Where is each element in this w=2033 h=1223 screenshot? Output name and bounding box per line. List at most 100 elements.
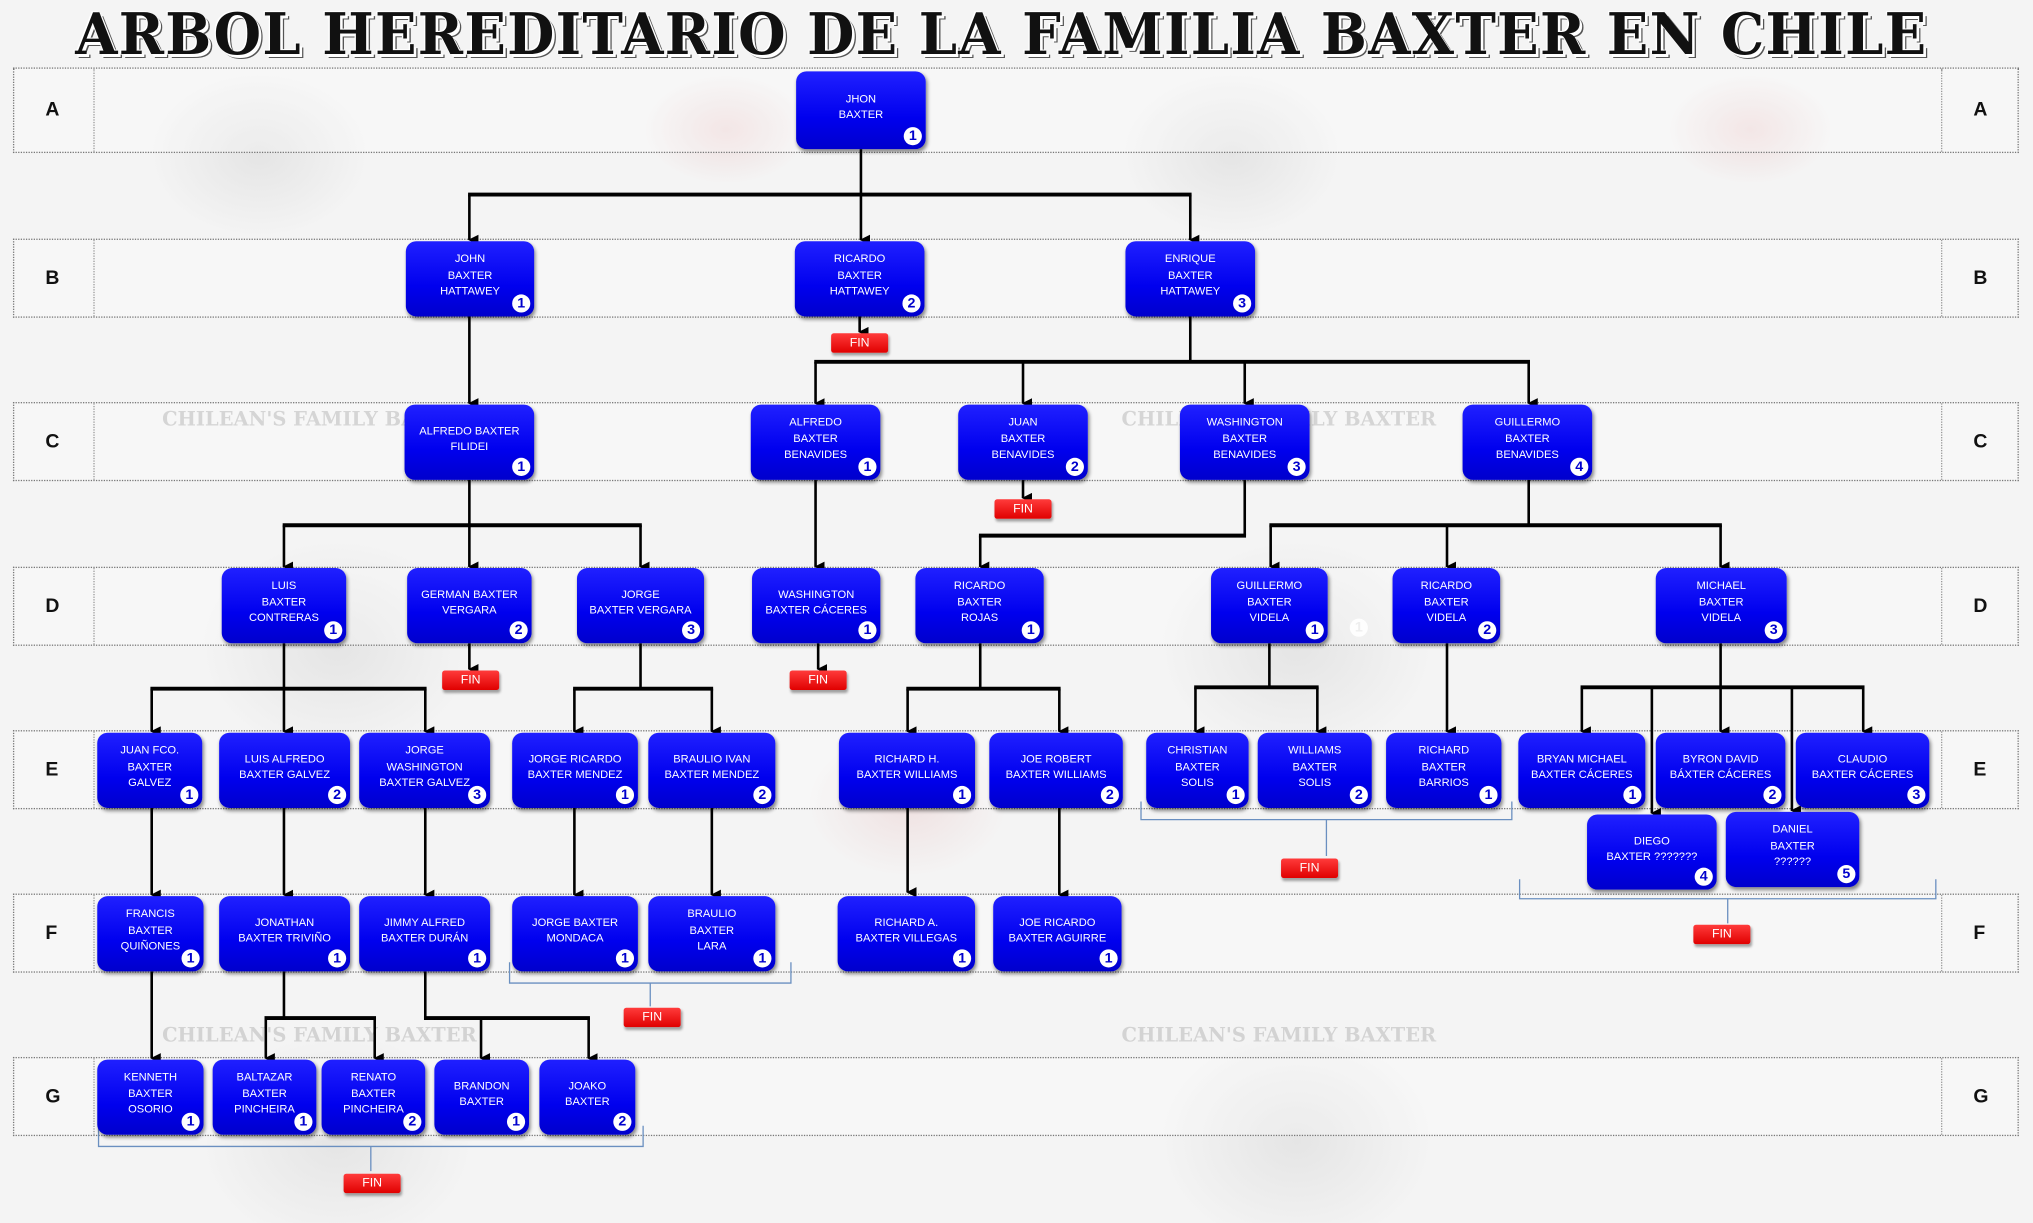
end-of-line-marker: FIN: [1281, 858, 1339, 879]
sibling-order-badge: 2: [509, 621, 528, 640]
person-name-line: BARRIOS: [1418, 775, 1469, 789]
sibling-order-badge: 2: [1763, 785, 1782, 805]
person-name-line: JONATHAN: [254, 914, 315, 928]
person-name-line: MONDACA: [546, 931, 604, 945]
sibling-order-badge: 3: [1907, 785, 1926, 805]
faint-number-badge: 1: [1349, 618, 1368, 637]
person-name-line: BRYAN MICHAEL: [1536, 751, 1627, 765]
end-of-line-marker: FIN: [994, 499, 1052, 519]
person-name-line: JORGE: [405, 743, 444, 757]
sibling-order-badge: 1: [180, 785, 199, 805]
person-name-line: LUIS ALFREDO: [244, 751, 325, 765]
person-name-line: WASHINGTON: [778, 586, 855, 600]
sibling-order-badge: 1: [468, 949, 487, 968]
band-divider: [1941, 68, 1943, 152]
generation-band-a: [12, 67, 2019, 154]
band-divider: [93, 568, 95, 645]
person-name-line: LARA: [697, 939, 727, 953]
sibling-order-badge: 5: [1837, 865, 1856, 884]
group-bracket: [1518, 879, 1937, 924]
sibling-order-badge: 1: [1305, 621, 1324, 640]
person-name-line: CONTRERAS: [248, 611, 319, 625]
person-name-line: BAXTER VERGARA: [589, 603, 692, 617]
sibling-order-badge: 1: [1099, 949, 1118, 968]
person-name-line: JOE ROBERT: [1020, 751, 1092, 765]
watermark: CHILEAN'S FAMILY BAXTER: [162, 407, 477, 431]
person-name-line: BAXTER MENDEZ: [664, 767, 760, 781]
person-name-line: BENAVIDES: [1213, 447, 1277, 461]
sibling-order-badge: 2: [1100, 785, 1119, 805]
person-name-line: BAXTER: [1222, 431, 1268, 445]
person-name-line: BAXTER: [1175, 759, 1220, 773]
person-name-line: BAXTER: [689, 923, 735, 937]
row-label-right-b: B: [1973, 266, 1988, 289]
band-divider: [1941, 1058, 1943, 1135]
end-of-line-marker: FIN: [442, 670, 500, 690]
sibling-order-badge: 1: [181, 949, 200, 968]
sibling-order-badge: 3: [1233, 294, 1252, 313]
person-name-line: JOE RICARDO: [1019, 914, 1096, 928]
watermark: CHILEAN'S FAMILY BAXTER: [162, 1023, 477, 1047]
row-label-right-c: C: [1973, 429, 1988, 452]
sibling-order-badge: 2: [753, 785, 772, 805]
person-name-line: SOLIS: [1298, 775, 1332, 789]
person-name-line: BENAVIDES: [784, 447, 848, 461]
person-name-line: JORGE: [621, 586, 660, 600]
person-name-line: OSORIO: [128, 1102, 173, 1116]
person-name-line: JOAKO: [568, 1078, 607, 1092]
person-name-line: FRANCIS: [125, 906, 175, 920]
person-name-line: DIEGO: [1633, 833, 1670, 847]
sibling-order-badge: 1: [512, 457, 531, 476]
sibling-order-badge: 1: [1479, 785, 1498, 805]
person-name-line: BÁXTER CÁCERES: [1669, 767, 1772, 781]
band-divider: [1941, 239, 1943, 317]
person-name-line: BENAVIDES: [991, 447, 1055, 461]
band-divider: [93, 403, 95, 480]
